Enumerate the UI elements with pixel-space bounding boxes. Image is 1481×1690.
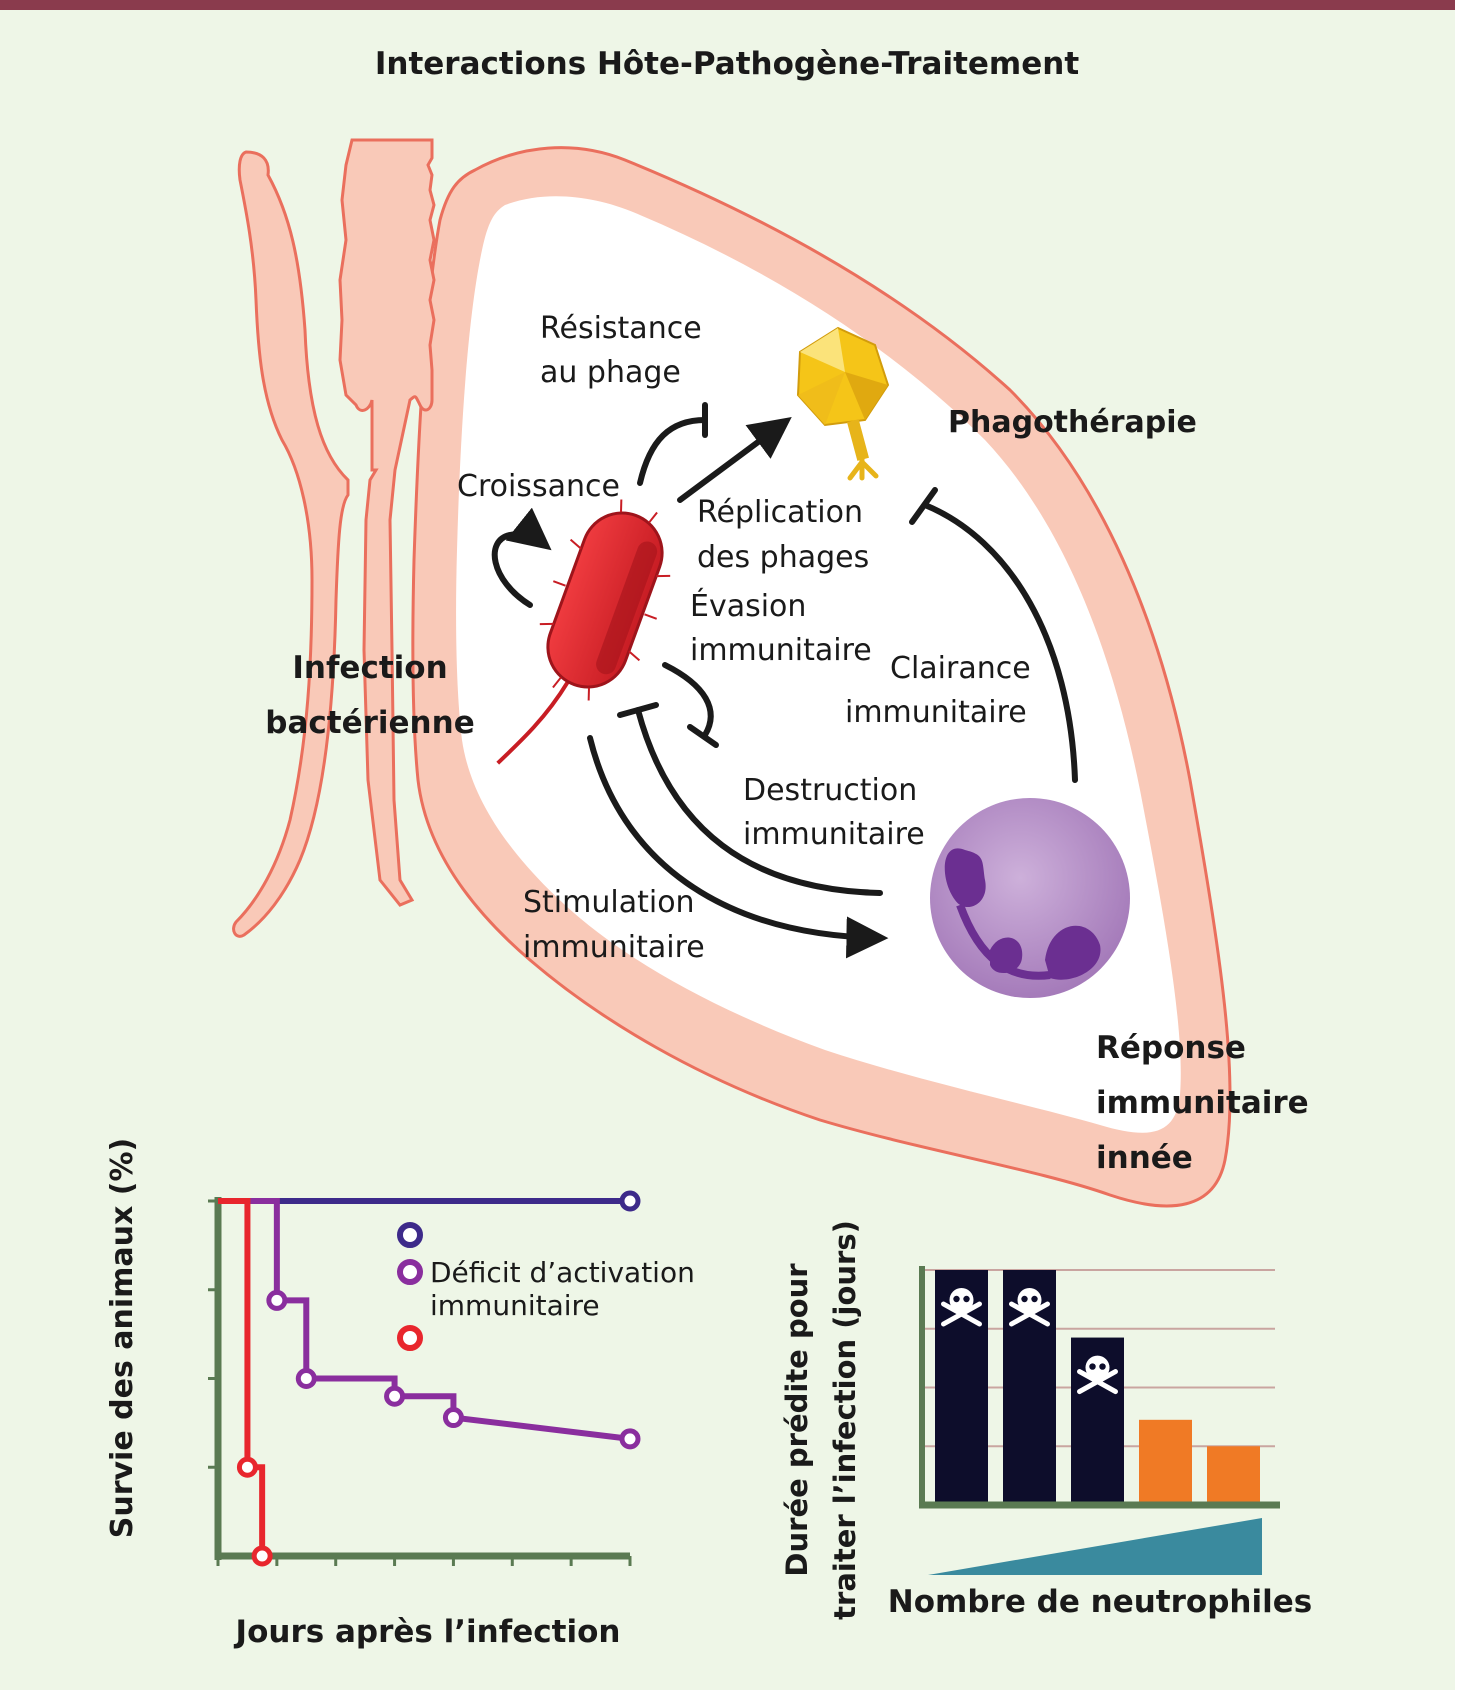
left-bronchus — [232, 150, 350, 938]
label-evasion-2: immunitaire — [690, 633, 872, 668]
immune-destruction-inhibition — [635, 707, 883, 896]
bar-y-axis-label-line-2: traiter l’infection (jours) — [828, 1220, 862, 1620]
bacterium-illustration — [496, 499, 671, 765]
neutrophil-count-wedge — [928, 1518, 1262, 1575]
figure-title: Interactions Hôte-Pathogène-Traitement — [375, 46, 1079, 82]
skull-head — [1085, 1355, 1110, 1380]
survival-series-point — [442, 1407, 464, 1429]
label-stimulation-2: immunitaire — [523, 930, 705, 965]
phage-illustration — [796, 326, 890, 481]
survival-legend-label-line: immunitaire — [430, 1289, 600, 1322]
bar-value — [1139, 1419, 1192, 1505]
interaction-arrows — [491, 402, 1078, 959]
label-phagotherapie: Phagothérapie — [948, 405, 1197, 440]
skull-icon — [1009, 1288, 1050, 1327]
skull-head — [1017, 1288, 1042, 1312]
skull-eye — [1031, 1295, 1038, 1303]
label-resistance-2: au phage — [540, 355, 681, 390]
skull-eye — [963, 1295, 970, 1303]
label-infection-1: Infection — [292, 650, 447, 686]
label-evasion-1: Évasion — [690, 588, 806, 624]
skull-bone — [941, 1301, 982, 1327]
skull-head — [949, 1288, 974, 1312]
phage-resistance-inhibition — [637, 417, 708, 486]
bar-x-axis-label: Nombre de neutrophiles — [888, 1584, 1312, 1620]
survival-series-point — [236, 1456, 258, 1478]
skull-eye — [953, 1295, 960, 1303]
skull-bone — [1009, 1301, 1050, 1327]
survival-legend-marker — [397, 1222, 423, 1248]
survival-x-axis-label: Jours après l’infection — [234, 1614, 621, 1650]
survival-series-point — [266, 1289, 288, 1311]
survival-series-point — [384, 1385, 406, 1407]
bar-value — [1207, 1446, 1260, 1505]
neutrophil-illustration — [930, 798, 1130, 998]
label-reponse-1: Réponse — [1096, 1030, 1246, 1066]
label-destruction-1: Destruction — [743, 773, 917, 808]
survival-series-point — [619, 1190, 641, 1212]
survival-legend-marker — [397, 1259, 423, 1285]
survival-series-point — [251, 1545, 273, 1567]
label-destruction-2: immunitaire — [743, 817, 925, 852]
label-croissance: Croissance — [457, 469, 620, 504]
label-stimulation-1: Stimulation — [523, 885, 695, 920]
phage-replication-arrow — [677, 416, 792, 503]
bar-y-axis-label-line-1: Durée prédite pour — [780, 1263, 814, 1577]
survival-series-point — [295, 1368, 317, 1389]
skull-eye — [1099, 1363, 1106, 1370]
immune-stimulation-arrow — [587, 735, 889, 959]
immune-evasion-inhibition — [662, 662, 714, 738]
survival-y-axis-label: Survie des animaux (%) — [105, 1138, 140, 1539]
label-resistance-1: Résistance — [540, 311, 702, 346]
survival-legend-label-line: Déficit d’activation — [430, 1256, 695, 1289]
label-reponse-3: innée — [1096, 1140, 1193, 1176]
diagram-labels: Résistance au phage Phagothérapie Croiss… — [265, 311, 1308, 1176]
label-replication-2: des phages — [697, 540, 869, 575]
survival-legend-marker — [397, 1325, 423, 1351]
top-bar — [0, 0, 1455, 10]
growth-arrow — [491, 507, 552, 608]
label-infection-2: bactérienne — [265, 705, 474, 741]
trachea — [338, 138, 436, 907]
skull-icon — [941, 1288, 982, 1327]
label-reponse-2: immunitaire — [1096, 1085, 1309, 1121]
treatment-duration-chart: Durée prédite pour traiter l’infection (… — [780, 1220, 1312, 1620]
immune-clearance-inhibition — [922, 502, 1078, 783]
survival-series-line — [218, 1198, 631, 1442]
skull-eye — [1089, 1363, 1096, 1370]
skull-icon — [1077, 1355, 1118, 1395]
label-clairance-1: Clairance — [890, 651, 1031, 686]
label-clairance-2: immunitaire — [845, 695, 1027, 730]
skull-eye — [1021, 1295, 1028, 1303]
label-replication-1: Réplication — [697, 495, 863, 530]
survival-series-point — [619, 1428, 641, 1450]
skull-bone — [1077, 1369, 1118, 1395]
